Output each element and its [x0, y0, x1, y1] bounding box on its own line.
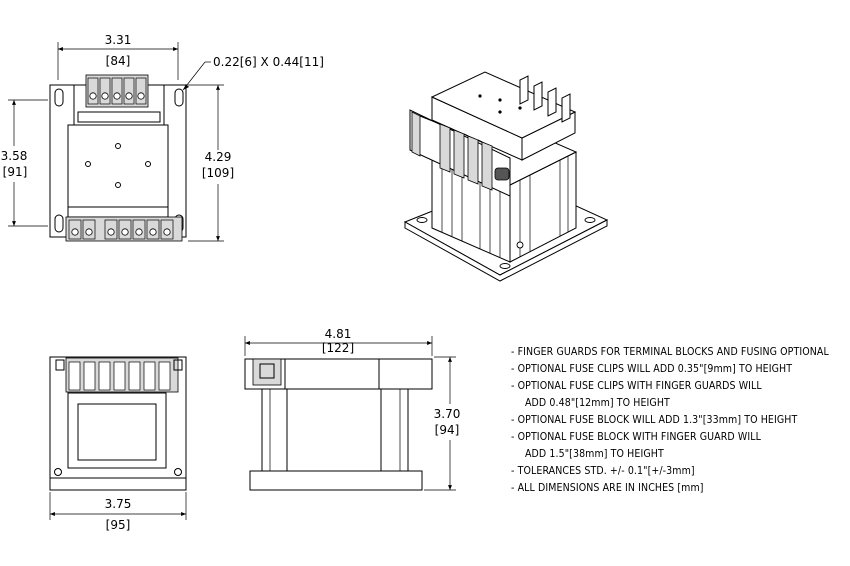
note-line: - OPTIONAL FUSE CLIPS WITH FINGER GUARDS…	[511, 380, 762, 392]
side-width-inch: 4.81	[325, 327, 352, 341]
top-view: 3.31 [84] 0.22[6] X 0.44[11] 3.58 [91] 4…	[0, 33, 324, 242]
side-width-mm: [122]	[322, 341, 354, 355]
side-height-mm: [94]	[435, 423, 460, 437]
right-height-inch: 4.29	[205, 150, 232, 164]
note-line: - OPTIONAL FUSE BLOCK WILL ADD 1.3"[33mm…	[511, 414, 798, 426]
left-height-mm: [91]	[3, 165, 28, 179]
note-line: ADD 0.48"[12mm] TO HEIGHT	[525, 397, 670, 409]
note-line: - FINGER GUARDS FOR TERMINAL BLOCKS AND …	[511, 346, 829, 358]
mounting-slot	[54, 88, 64, 107]
notes-block: - FINGER GUARDS FOR TERMINAL BLOCKS AND …	[511, 346, 829, 494]
top-width-mm: [84]	[106, 54, 131, 68]
slot-size-label: 0.22[6] X 0.44[11]	[213, 55, 324, 69]
front-width-mm: [95]	[106, 518, 131, 532]
note-line: - TOLERANCES STD. +/- 0.1"[+/-3mm]	[511, 465, 695, 477]
note-line: - ALL DIMENSIONS ARE IN INCHES [mm]	[511, 482, 704, 494]
note-line: ADD 1.5"[38mm] TO HEIGHT	[525, 448, 664, 460]
side-view: 4.81 [122] 3.70 [94]	[244, 327, 468, 491]
left-height-inch: 3.58	[1, 149, 28, 163]
isometric-view	[403, 71, 609, 282]
right-height-mm: [109]	[202, 166, 234, 180]
front-view: 3.75 [95]	[49, 356, 187, 532]
note-line: - OPTIONAL FUSE CLIPS WILL ADD 0.35"[9mm…	[511, 363, 792, 375]
top-width-inch: 3.31	[105, 33, 132, 47]
front-width-inch: 3.75	[105, 497, 132, 511]
note-line: - OPTIONAL FUSE BLOCK WITH FINGER GUARD …	[511, 431, 762, 443]
mounting-slot	[174, 88, 184, 107]
side-height-inch: 3.70	[434, 407, 461, 421]
mounting-slot	[54, 214, 64, 233]
